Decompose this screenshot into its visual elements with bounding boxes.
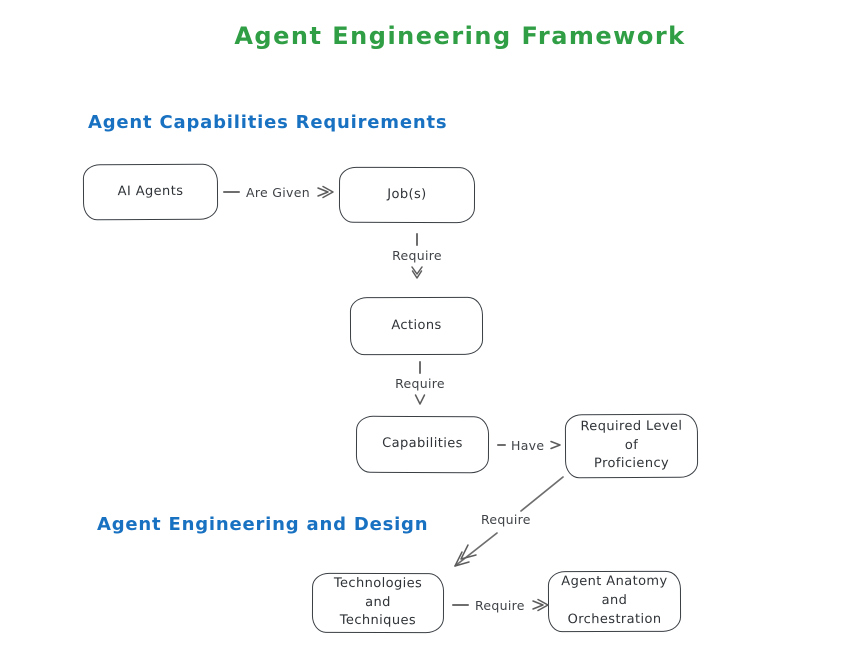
arrowhead-down-icon	[409, 265, 425, 280]
node-capabilities: Capabilities	[355, 415, 490, 474]
arrowhead-right-icon	[531, 597, 550, 613]
node-capabilities-label: Capabilities	[382, 435, 463, 452]
edge-label-require-4: Require	[474, 597, 526, 613]
edge-label-have: Have	[510, 437, 546, 453]
edge-line	[419, 361, 421, 374]
node-actions-label: Actions	[391, 317, 442, 333]
edge-label-require-1: Require	[391, 248, 443, 263]
edge-actions-to-capabilities: Require	[388, 361, 452, 406]
node-technologies-and-techniques: Technologies and Techniques	[311, 572, 445, 634]
section-heading-agent-capabilities-requirements: Agent Capabilities Requirements	[88, 112, 448, 133]
node-required-level-of-proficiency: Required Level of Proficiency	[564, 413, 699, 479]
edge-line	[497, 444, 506, 446]
arrowhead-down-icon	[412, 393, 428, 406]
node-agent-anatomy-and-orchestration: Agent Anatomy and Orchestration	[547, 570, 682, 633]
edge-label-require-3: Require	[479, 512, 533, 527]
edge-ai-agents-to-jobs: Are Given	[223, 181, 335, 203]
node-jobs-label: Job(s)	[387, 186, 427, 202]
edge-label-are-given: Are Given	[245, 184, 311, 200]
node-ai-agents: AI Agents	[82, 163, 219, 221]
node-agent-anatomy-and-orchestration-label: Agent Anatomy and Orchestration	[561, 574, 668, 628]
node-ai-agents-label: AI Agents	[117, 183, 184, 199]
diagonal-arrow-icon	[454, 476, 564, 567]
diagram-title: Agent Engineering Framework	[234, 22, 686, 50]
node-required-level-of-proficiency-label: Required Level of Proficiency	[580, 418, 683, 472]
edge-capabilities-to-required-level: Have	[497, 434, 563, 456]
node-actions: Actions	[349, 296, 484, 356]
edge-label-require-2: Require	[394, 376, 446, 391]
section-heading-agent-engineering-and-design: Agent Engineering and Design	[97, 514, 429, 535]
arrowhead-right-icon	[316, 184, 335, 200]
node-technologies-and-techniques-label: Technologies and Techniques	[333, 575, 423, 629]
arrowhead-right-icon	[549, 438, 563, 452]
edge-required-level-to-technologies	[440, 468, 580, 576]
edge-line	[452, 604, 469, 606]
edge-technologies-to-agent-anatomy: Require	[452, 594, 550, 616]
edge-jobs-to-actions: Require	[385, 233, 449, 280]
edge-line	[223, 191, 240, 193]
node-jobs: Job(s)	[338, 166, 476, 224]
edge-line	[416, 233, 418, 246]
